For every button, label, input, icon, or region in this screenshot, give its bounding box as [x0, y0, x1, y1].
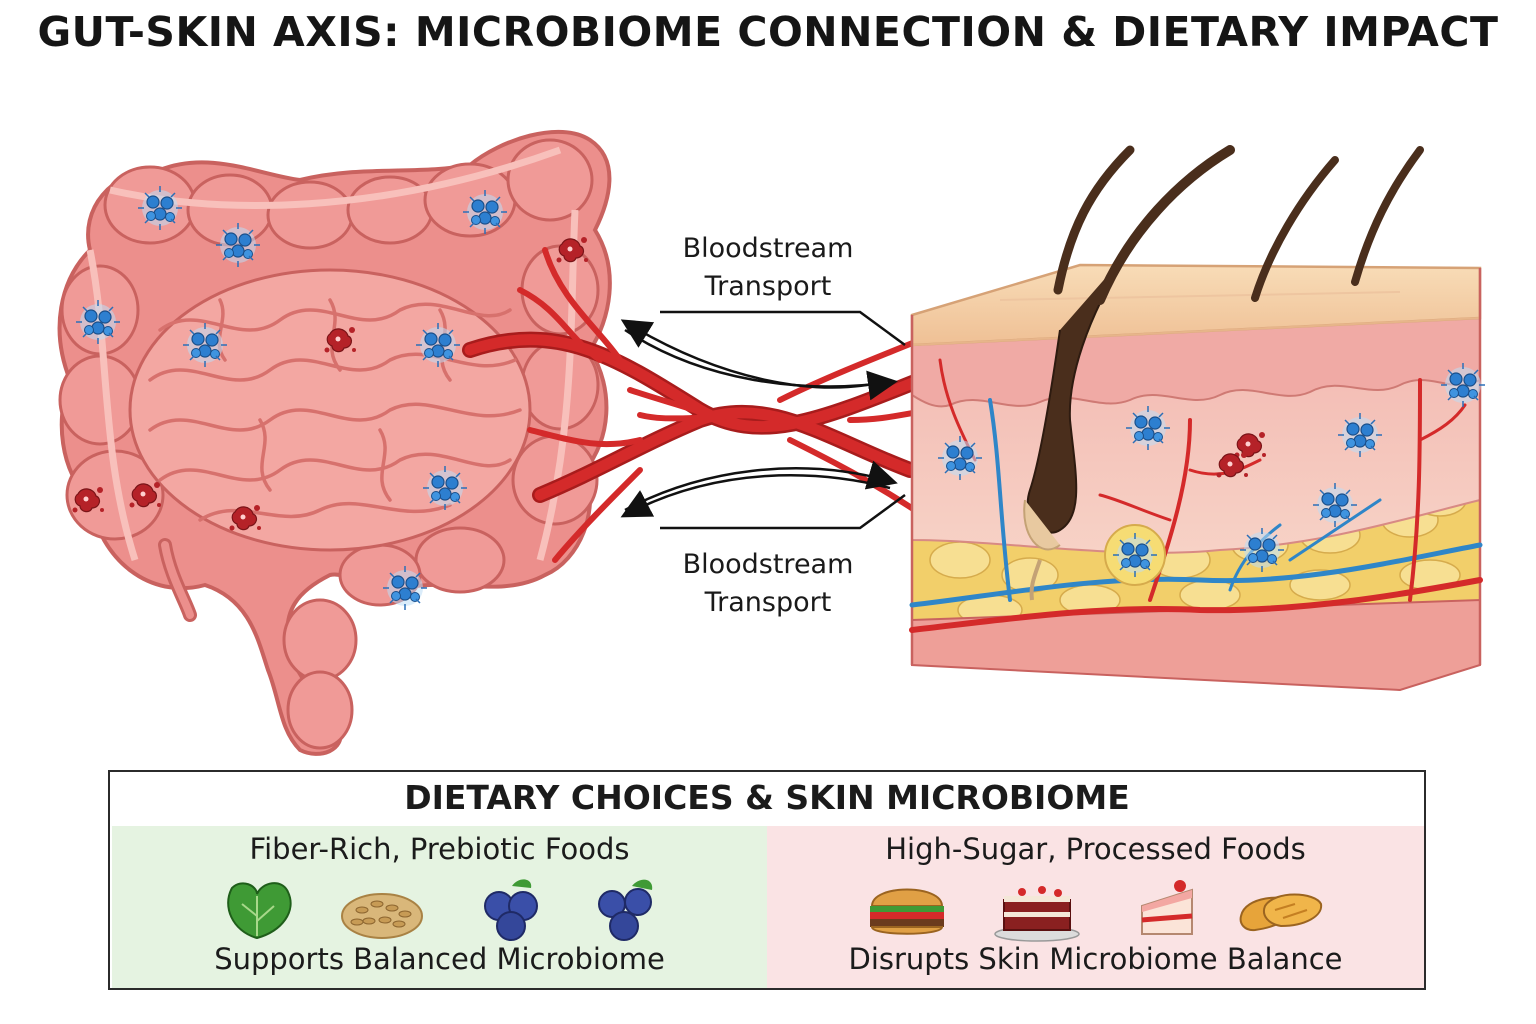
beneficial-foods-column: Fiber-Rich, Prebiotic Foods [112, 826, 767, 988]
arrow-to-gut-lower [620, 474, 891, 518]
skin-cross-section [909, 145, 1486, 692]
harmful-foods-column: High-Sugar, Processed Foods [767, 826, 1424, 988]
beneficial-foods-effect: Supports Balanced Microbiome [214, 942, 665, 976]
pastries-icon [1239, 893, 1323, 932]
transport-arrows [620, 310, 906, 530]
cake-slice-icon [1141, 880, 1193, 935]
lower-transport-label: Bloodstream Transport [682, 549, 854, 618]
arrow-to-gut-upper [620, 319, 891, 389]
burger-icon [870, 888, 944, 935]
blueberries-icon [598, 879, 653, 941]
arrow-to-skin-lower [624, 460, 898, 512]
lower-label-leader [660, 493, 906, 530]
arrow-to-skin-upper [624, 328, 898, 401]
grains-icon [341, 893, 423, 939]
panel-title: DIETARY CHOICES & SKIN MICROBIOME [404, 778, 1130, 817]
harmful-food-icons [767, 876, 1424, 942]
page-title: GUT-SKIN AXIS: MICROBIOME CONNECTION & D… [37, 8, 1499, 56]
harmful-foods-effect: Disrupts Skin Microbiome Balance [848, 942, 1343, 976]
blueberries-icon [484, 879, 538, 941]
blood-vessel-network [462, 247, 933, 563]
harmful-foods-heading: High-Sugar, Processed Foods [885, 832, 1306, 866]
upper-transport-label: Bloodstream Transport [682, 233, 854, 302]
beneficial-foods-heading: Fiber-Rich, Prebiotic Foods [249, 832, 630, 866]
dessert-cake-icon [994, 886, 1080, 942]
beneficial-food-icons [112, 876, 767, 942]
intestines-illustration [57, 129, 612, 756]
leafy-greens-icon [227, 882, 292, 940]
upper-label-leader [660, 310, 906, 347]
dietary-choices-panel: DIETARY CHOICES & SKIN MICROBIOME Fiber-… [108, 770, 1426, 990]
